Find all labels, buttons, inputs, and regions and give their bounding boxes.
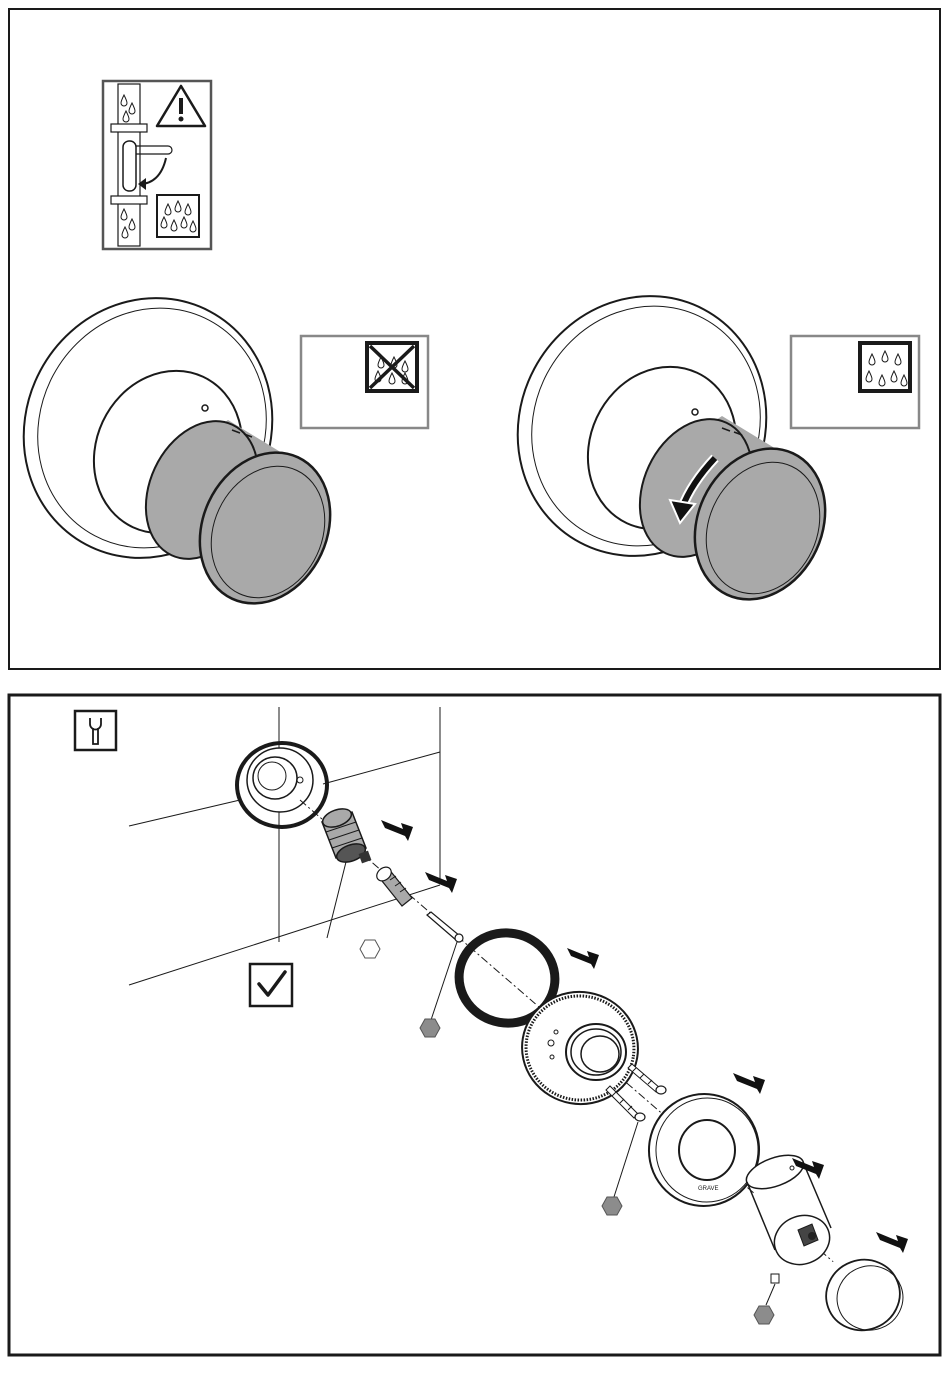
warning-triangle-icon xyxy=(157,86,205,126)
leader-line xyxy=(613,1122,638,1200)
arrow-icon xyxy=(381,820,413,841)
leader-line xyxy=(431,942,457,1020)
arrow-icon xyxy=(733,1073,765,1094)
water-off-icon xyxy=(301,336,428,428)
wall-box xyxy=(237,743,327,827)
hex-marker-empty xyxy=(360,940,380,958)
leader-line xyxy=(327,862,346,938)
arrow-icon xyxy=(425,872,457,893)
escutcheon: GRAVE xyxy=(640,1085,768,1214)
valve-cartridge xyxy=(320,805,371,865)
arrow-icon xyxy=(567,948,599,969)
water-drops-icon xyxy=(157,195,199,237)
handle-cap xyxy=(816,1248,912,1341)
knob-open xyxy=(472,252,849,621)
arrow-icon xyxy=(876,1232,908,1253)
hex-marker-3 xyxy=(754,1306,774,1324)
escutcheon-brand-label: GRAVE xyxy=(698,1186,719,1192)
leader-line xyxy=(766,1284,775,1305)
threaded-pin xyxy=(427,912,463,942)
hex-marker-2 xyxy=(602,1197,622,1215)
knob-closed xyxy=(0,254,354,625)
hex-marker-1 xyxy=(420,1019,440,1037)
wrench-icon xyxy=(75,711,116,750)
water-on-icon xyxy=(791,336,919,428)
grub-screw xyxy=(771,1274,779,1283)
checkmark-icon xyxy=(250,964,292,1006)
